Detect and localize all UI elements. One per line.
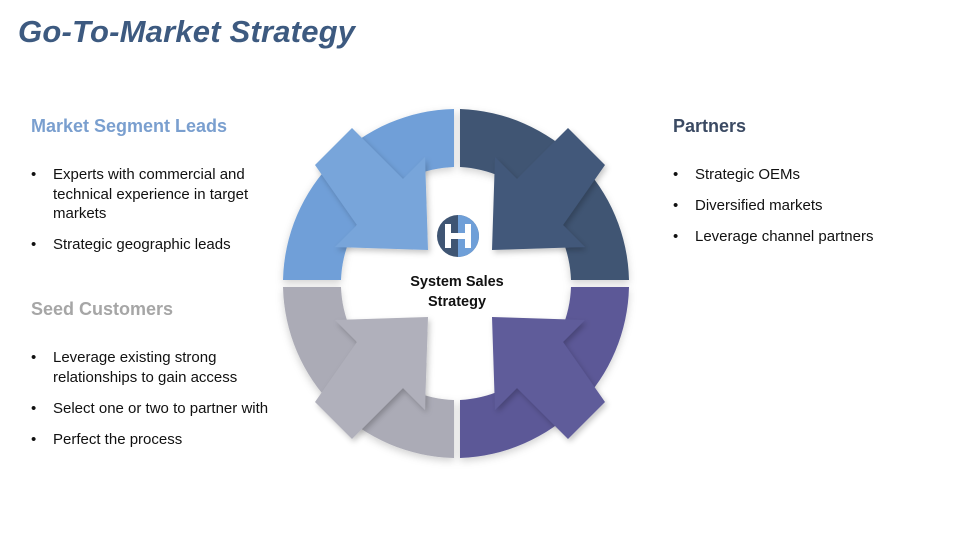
cycle-diagram: [283, 109, 629, 458]
arrow-bottom-right: [492, 317, 605, 439]
list-item: Strategic geographic leads: [31, 235, 276, 255]
seed-customers-heading: Seed Customers: [31, 299, 174, 319]
list-item: Leverage existing strong relationships t…: [31, 348, 276, 387]
market-segment-heading: Market Segment Leads: [31, 116, 228, 136]
h-logo-icon: [434, 212, 482, 260]
market-segment-list: Experts with commercial and technical ex…: [31, 165, 276, 266]
center-label: System Sales Strategy: [392, 272, 522, 312]
slide-title: Go-To-Market Strategy: [18, 14, 356, 49]
seed-customers-list: Leverage existing strong relationships t…: [31, 348, 276, 461]
list-item: Experts with commercial and technical ex…: [31, 165, 276, 224]
list-item: Diversified markets: [673, 196, 933, 216]
arrow-seed-customers: [315, 317, 428, 439]
center-label-line2: Strategy: [427, 294, 487, 310]
list-item: Leverage channel partners: [673, 227, 933, 247]
list-item: Strategic OEMs: [673, 165, 933, 185]
partners-heading: Partners: [673, 116, 747, 136]
list-item: Perfect the process: [31, 430, 276, 450]
list-item: Select one or two to partner with: [31, 399, 276, 419]
arrow-market-segment: [315, 128, 428, 250]
arrow-partners: [492, 128, 605, 250]
partners-list: Strategic OEMs Diversified markets Lever…: [673, 165, 933, 258]
center-label-line1: System Sales: [410, 274, 504, 290]
